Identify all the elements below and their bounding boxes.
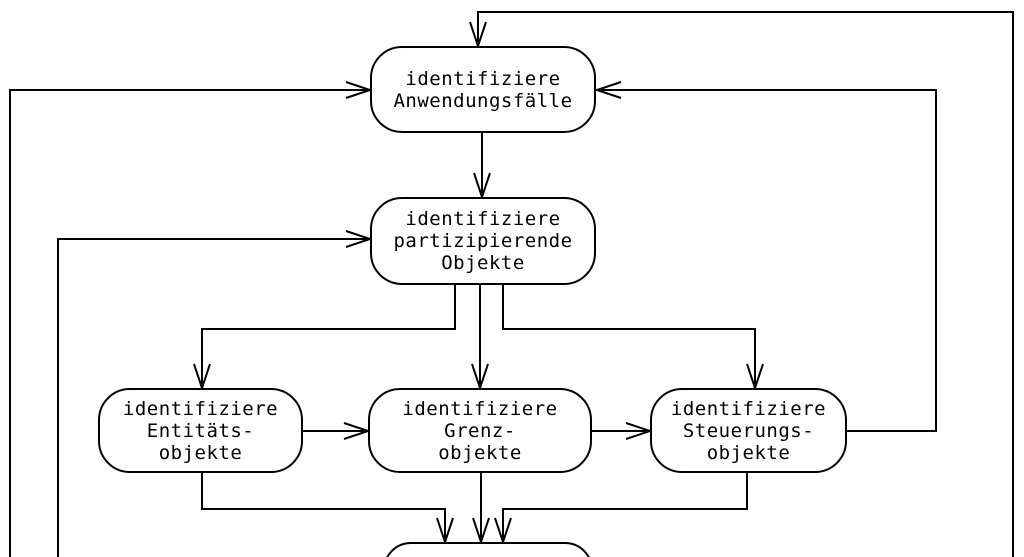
edge-entitaets-to-bottom (201, 472, 446, 538)
edge-partizipierende-to-steuerungs (502, 285, 756, 384)
edge-steuerungs-to-bottom (502, 472, 748, 538)
edge-loop-inner-right (601, 89, 937, 432)
edge-partizipierende-to-entitaets (201, 285, 456, 384)
arrowhead-left-icon (593, 81, 622, 99)
node-label: identifiziere Grenz- objekte (402, 397, 558, 464)
node-identifiziere-anwendungsfaelle: identifiziere Anwendungsfälle (370, 46, 596, 133)
node-bottom-partial (383, 542, 593, 557)
node-identifiziere-entitaetsobjekte: identifiziere Entitäts- objekte (98, 388, 303, 473)
node-label: identifiziere Entitäts- objekte (122, 397, 279, 464)
node-label: identifiziere Steuerungs- objekte (670, 397, 827, 464)
node-label: identifiziere partizipierende Objekte (393, 208, 573, 274)
node-label: identifiziere Anwendungsfälle (393, 67, 573, 112)
node-identifiziere-steuerungsobjekte: identifiziere Steuerungs- objekte (650, 388, 847, 473)
edge-loop-outer-left (9, 89, 366, 557)
node-identifiziere-partizipierende-objekte: identifiziere partizipierende Objekte (370, 197, 596, 285)
edge-loop-outer-right (477, 11, 1014, 557)
edge-loop-inner-left (57, 238, 366, 557)
node-identifiziere-grenzobjekte: identifiziere Grenz- objekte (368, 388, 592, 473)
